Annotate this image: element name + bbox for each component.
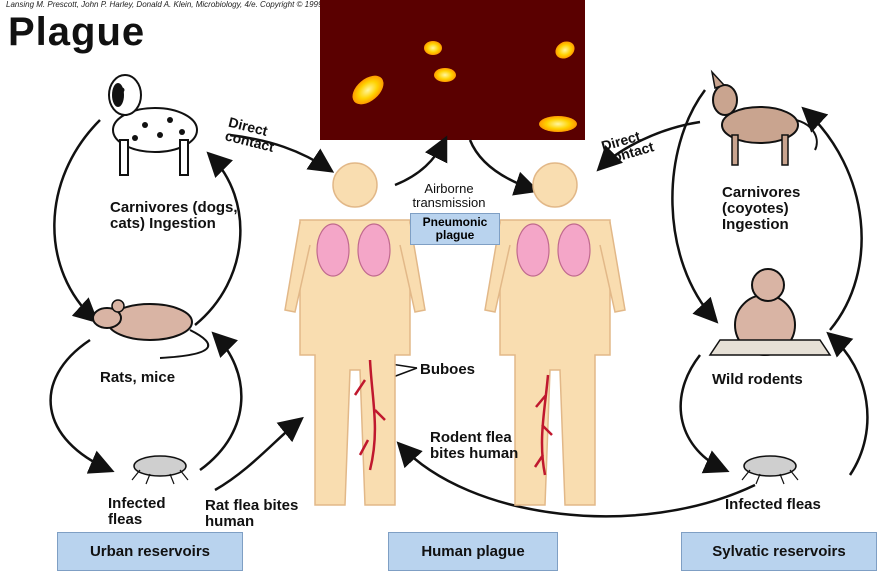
human-figure-left	[285, 163, 425, 505]
airborne-label: Airborne transmission	[404, 182, 494, 210]
pneumonic-plague-label: Pneumonic plague	[410, 213, 500, 245]
human-plague-box: Human plague	[388, 532, 558, 571]
rats-label: Rats, mice	[100, 370, 220, 386]
carnivores-urban-label: Carnivores (dogs, cats) Ingestion	[110, 200, 245, 232]
rat-illustration	[93, 300, 208, 358]
rat-flea-label: Rat flea bites human	[205, 498, 325, 530]
infected-fleas-left-label: Infected fleas	[108, 496, 188, 528]
rodent-flea-label: Rodent flea bites human	[430, 430, 520, 462]
airborne-arrow	[395, 140, 445, 185]
cycle-arrow	[195, 155, 240, 325]
rat-flea-arrow	[215, 420, 300, 490]
cycle-arrow	[54, 120, 100, 320]
wild-rodents-label: Wild rodents	[712, 372, 842, 388]
wild-rodent-illustration	[710, 269, 830, 355]
dog-illustration	[109, 75, 197, 175]
cycle-arrow	[830, 335, 867, 475]
buboes-label: Buboes	[420, 362, 475, 378]
flea-illustration	[132, 456, 188, 484]
cycle-arrow	[51, 340, 110, 470]
carnivores-sylvatic-label: Carnivores (coyotes) Ingestion	[722, 185, 842, 233]
coyote-illustration	[712, 72, 817, 165]
sylvatic-reservoirs-box: Sylvatic reservoirs	[681, 532, 877, 571]
flea-illustration	[742, 456, 798, 484]
infected-fleas-right-label: Infected fleas	[725, 497, 865, 513]
cycle-arrow	[200, 335, 241, 470]
urban-reservoirs-box: Urban reservoirs	[57, 532, 243, 571]
